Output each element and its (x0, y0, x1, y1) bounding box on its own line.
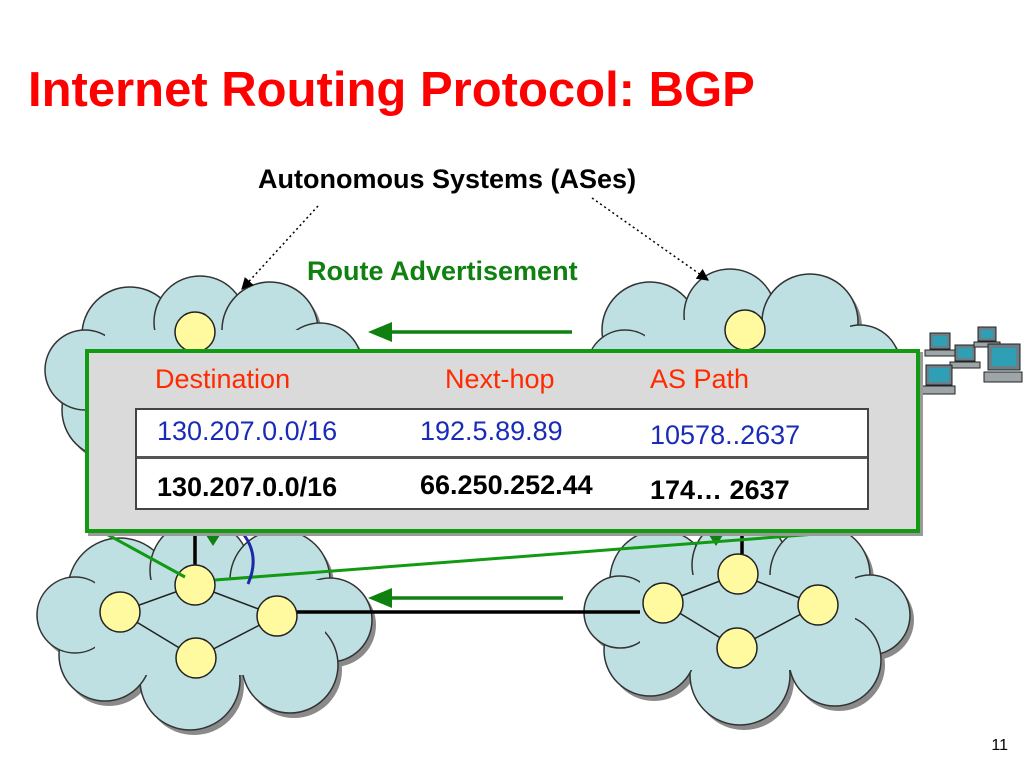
callout-lines (89, 523, 909, 582)
as-path-cell: 10578..2637 (650, 420, 801, 450)
next-hop-cell: 66.250.252.44 (420, 470, 593, 500)
computer-icon (924, 332, 956, 357)
arrow-left-icon (368, 588, 563, 608)
slide-title: Internet Routing Protocol: BGP (28, 63, 755, 117)
routing-table-panel: Destination Next-hop AS Path 130.207.0.0… (85, 349, 920, 533)
destination-header: Destination (155, 364, 291, 394)
next-hop-cell: 192.5.89.89 (420, 416, 563, 446)
router-icon (99, 309, 839, 679)
destination-cell: 130.207.0.0/16 (157, 472, 338, 502)
computer-icon (949, 344, 981, 369)
page-number: 11 (991, 737, 1008, 754)
arrow-down-icon (204, 532, 725, 546)
arrow-left-icon (368, 322, 572, 342)
routing-table: 130.207.0.0/16 192.5.89.89 10578..2637 1… (135, 408, 869, 510)
as-path-header: AS Path (650, 364, 750, 394)
as-path-cell: 174… 2637 (650, 475, 790, 505)
row-divider (137, 456, 867, 459)
cloud-icon (36, 519, 376, 735)
computer-icon (983, 343, 1023, 383)
next-hop-header: Next-hop (445, 364, 555, 394)
destination-cell: 130.207.0.0/16 (157, 416, 338, 446)
route-advertisement-label: Route Advertisement (307, 256, 578, 286)
pointer-arrows (241, 197, 709, 290)
autonomous-systems-label: Autonomous Systems (ASes) (258, 164, 637, 194)
computer-icon (920, 364, 956, 395)
